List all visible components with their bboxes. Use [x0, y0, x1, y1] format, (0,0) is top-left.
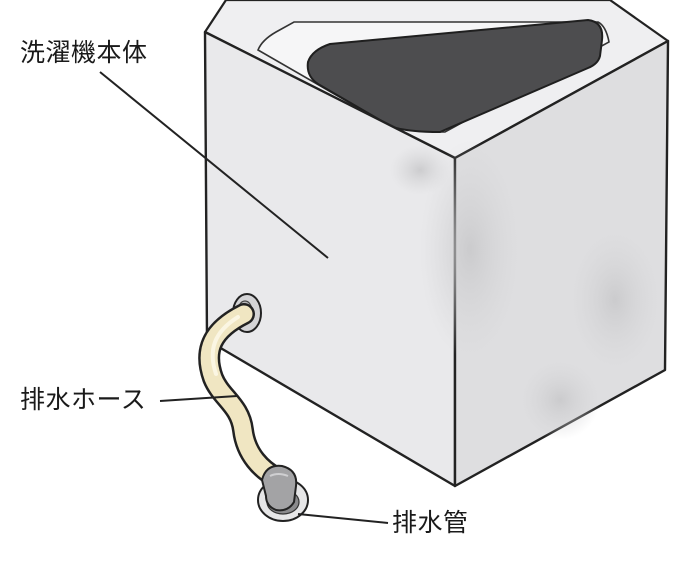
shade-smudge — [570, 230, 660, 370]
shade-smudge — [520, 360, 600, 440]
washer-body-label: 洗濯機本体 — [20, 38, 148, 67]
shade-smudge — [390, 145, 450, 195]
drain-hose-label: 排水ホース — [20, 385, 147, 414]
leader-line-pipe — [297, 513, 389, 524]
drain-pipe-label: 排水管 — [392, 508, 469, 537]
leader-line-hose — [159, 395, 238, 402]
leader-line-body — [99, 71, 329, 259]
washing-machine-body — [203, 0, 670, 488]
drain-hose — [198, 303, 288, 489]
drain-pipe — [257, 464, 309, 522]
machine-side-face — [453, 39, 670, 488]
shade-smudge — [420, 140, 520, 360]
dark-lid — [306, 18, 604, 134]
